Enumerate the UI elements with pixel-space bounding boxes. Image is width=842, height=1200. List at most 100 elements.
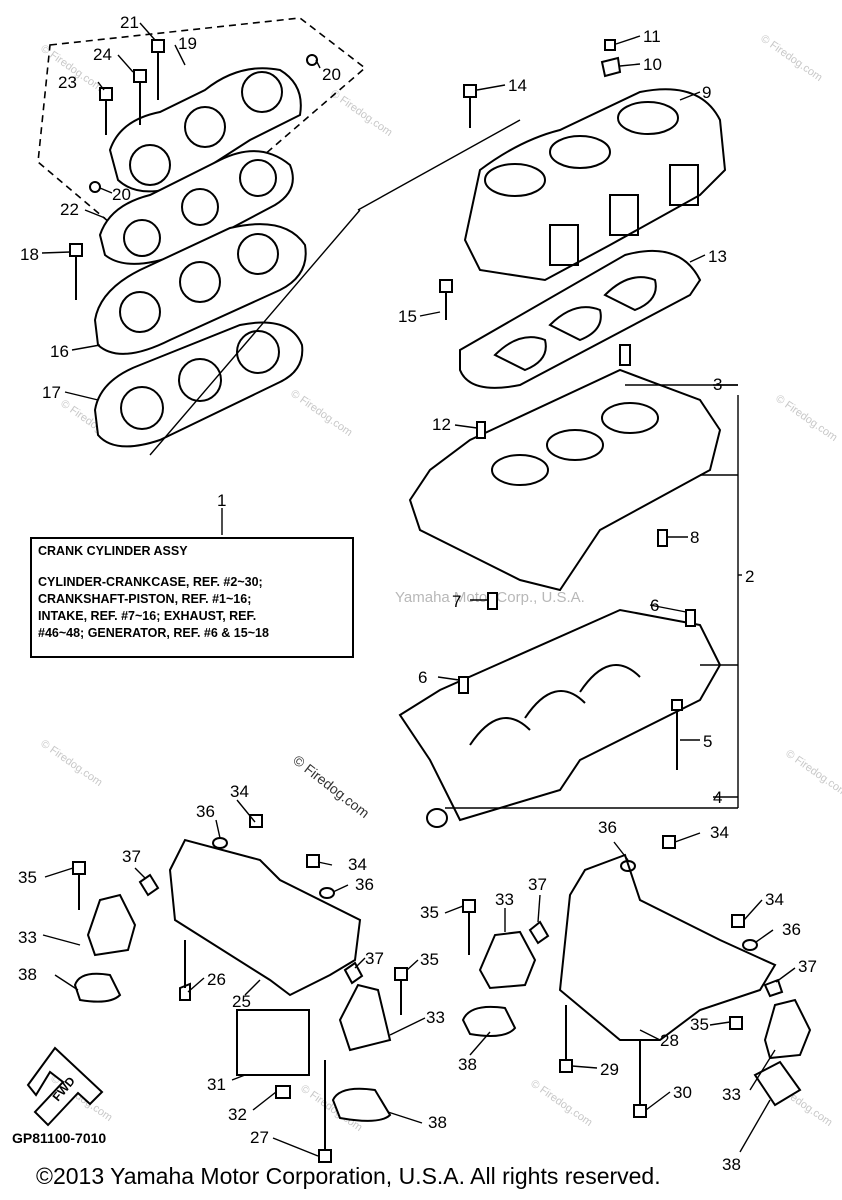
bolt-34-icon — [731, 914, 745, 928]
cylinder-bore — [484, 163, 546, 197]
mount-plate-38 — [753, 1060, 802, 1107]
callout-label: 38 — [428, 1113, 447, 1132]
bolt-5-icon — [671, 699, 683, 711]
exhaust-port — [549, 224, 579, 266]
mount-plate-28 — [558, 853, 777, 1041]
head-gasket-upper — [98, 150, 294, 265]
callout-label: 35 — [690, 1015, 709, 1034]
mount-plate-38 — [331, 1087, 392, 1122]
mount-block-31 — [236, 1009, 310, 1076]
watermark-tile: © Firedog.com — [758, 33, 824, 84]
callout-label: 10 — [643, 55, 662, 74]
exhaust-port — [609, 194, 639, 236]
callout-label: 25 — [232, 992, 251, 1011]
bolt-35-icon — [72, 861, 86, 875]
cylinder-head — [93, 223, 307, 355]
callout-label: 24 — [93, 45, 112, 64]
callout-label: 6 — [418, 668, 427, 687]
combustion-chamber — [179, 261, 221, 303]
head-cover-dome — [129, 144, 171, 186]
mount-plate-38 — [73, 972, 122, 1003]
callout-label: 20 — [322, 65, 341, 84]
bolt-27-icon — [318, 1149, 332, 1163]
pin-6-icon — [458, 676, 469, 694]
callout-label: 35 — [18, 868, 37, 887]
clip-37-icon — [138, 873, 160, 897]
callout-label: 28 — [660, 1031, 679, 1050]
bolt-24-icon — [133, 69, 147, 83]
plug-20-icon — [89, 181, 101, 193]
rubber-mount-33 — [478, 930, 537, 990]
callout-label: 34 — [230, 782, 249, 801]
cylinder-base-gasket — [459, 249, 702, 389]
clip-37-icon — [343, 961, 364, 985]
assembly-note-title: CRANK CYLINDER ASSY — [38, 544, 188, 558]
washer-36-icon — [212, 837, 228, 849]
mount-plate-25 — [168, 838, 362, 997]
callout-label: 23 — [58, 73, 77, 92]
callout-label: 2 — [745, 567, 754, 586]
callout-label: 31 — [207, 1075, 226, 1094]
bolt-29-icon — [559, 1059, 573, 1073]
bushing-icon — [426, 808, 448, 828]
callout-label: 30 — [673, 1083, 692, 1102]
clip-10-icon — [600, 56, 622, 78]
callout-label: 33 — [722, 1085, 741, 1104]
bolt-34-icon — [249, 814, 263, 828]
exhaust-port — [669, 164, 699, 206]
callout-label: 36 — [355, 875, 374, 894]
callout-label: 33 — [426, 1008, 445, 1027]
callout-label: 9 — [702, 83, 711, 102]
callout-label: 34 — [710, 823, 729, 842]
cylinder-block-body — [463, 88, 727, 282]
head-cover-dome — [241, 71, 283, 113]
watermark-tile: © Firedog.com — [528, 1078, 594, 1129]
dowel-pin-icon — [619, 344, 631, 366]
callout-label: 7 — [452, 592, 461, 611]
bore-hole — [236, 330, 280, 374]
callout-label: 35 — [420, 903, 439, 922]
callout-label: 37 — [528, 875, 547, 894]
pin-12-icon — [476, 421, 486, 439]
bore-hole — [178, 358, 222, 402]
callout-label: 32 — [228, 1105, 247, 1124]
callout-label: 5 — [703, 732, 712, 751]
callout-labels: 1 2 3 4 5 6 6 7 8 9 10 11 12 13 14 15 16… — [18, 13, 817, 1174]
clip-37-icon — [763, 978, 784, 998]
washer-36-icon — [620, 860, 636, 872]
callout-label: 26 — [207, 970, 226, 989]
bolt-26-icon — [179, 982, 191, 1001]
diagram-reference-code: GP81100-7010 — [12, 1130, 107, 1146]
callout-label: 37 — [122, 847, 141, 866]
callout-label: 38 — [18, 965, 37, 984]
bolt-34-icon — [306, 854, 320, 868]
callout-label: 35 — [420, 950, 439, 969]
callout-label: 27 — [250, 1128, 269, 1147]
dashed-group-box — [37, 17, 367, 257]
bolt-14-icon — [463, 84, 477, 98]
watermark-diagonal: © Firedog.com — [290, 752, 372, 821]
head-cover — [108, 67, 302, 193]
combustion-chamber — [119, 291, 161, 333]
assembly-note-line: #46~48; GENERATOR, REF. #6 & 15~18 — [38, 626, 269, 640]
upper-crankcase-body — [408, 368, 722, 592]
head-cover-dome — [184, 106, 226, 148]
callout-label: 34 — [765, 890, 784, 909]
bolt-35-icon — [729, 1016, 743, 1030]
head-gasket — [93, 321, 304, 448]
plug-20-icon — [306, 54, 318, 66]
callout-label: 29 — [600, 1060, 619, 1079]
callout-label: 33 — [495, 890, 514, 909]
fwd-arrow-icon — [26, 1046, 104, 1127]
bolt-35-icon — [462, 899, 476, 913]
mount-plate-38 — [461, 1005, 517, 1037]
cylinder-head-group — [37, 17, 521, 456]
lower-crankcase-body — [398, 608, 722, 822]
callout-label: 3 — [713, 375, 722, 394]
bolt-15-icon — [439, 279, 453, 293]
callout-label: 36 — [782, 920, 801, 939]
copyright-notice: ©2013 Yamaha Motor Corporation, U.S.A. A… — [36, 1163, 661, 1189]
gasket-port — [239, 159, 277, 197]
upper-crankcase — [408, 344, 722, 610]
washer-36-icon — [319, 887, 335, 899]
